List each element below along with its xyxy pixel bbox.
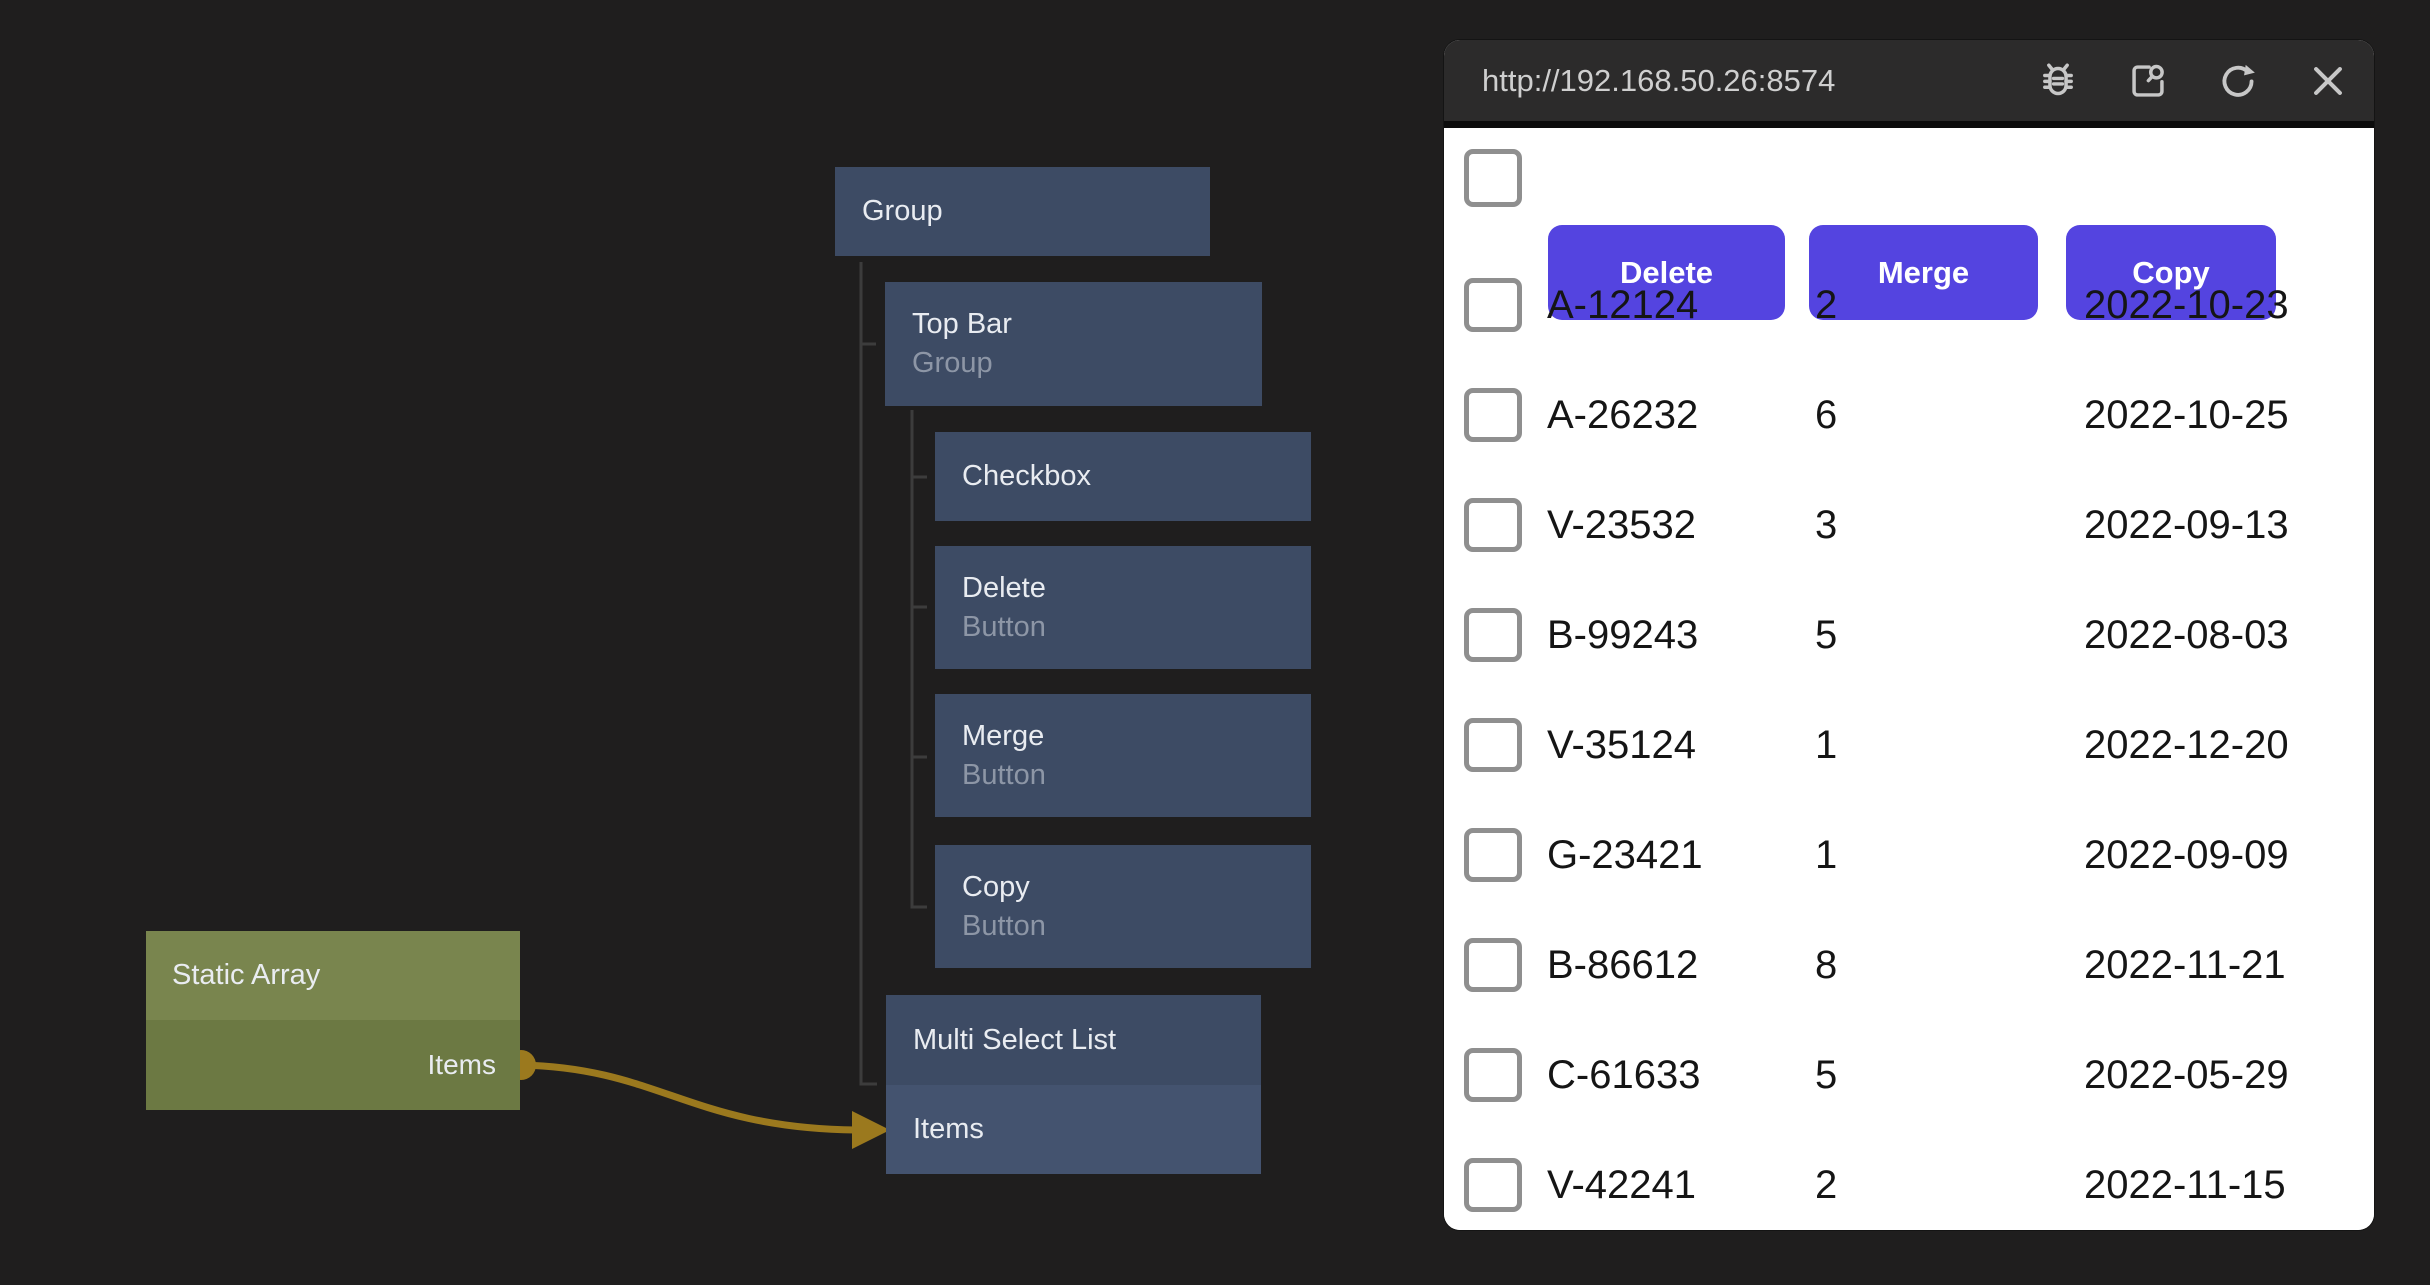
node-group[interactable]: Group: [835, 167, 1210, 256]
row-date: 2022-08-03: [2084, 613, 2289, 657]
row-date: 2022-11-21: [2084, 943, 2286, 987]
row-id: A-12124: [1547, 283, 1699, 327]
node-delete[interactable]: Delete Button: [935, 546, 1311, 669]
row-checkbox[interactable]: [1464, 498, 1522, 552]
row-count: 5: [1815, 1053, 1838, 1097]
row-date: 2022-12-20: [2084, 723, 2289, 767]
row-checkbox[interactable]: [1464, 1158, 1522, 1212]
node-multi-select-list-title: Multi Select List: [913, 1023, 1117, 1056]
list-row: A-26232 6 2022-10-25: [1444, 360, 2374, 470]
node-merge-subtitle: Button: [962, 758, 1046, 791]
row-date: 2022-05-29: [2084, 1053, 2289, 1097]
preview-window-titlebar: http://192.168.50.26:8574: [1444, 40, 2374, 128]
row-id: B-99243: [1547, 613, 1699, 657]
select-all-checkbox[interactable]: [1464, 149, 1522, 207]
row-count: 6: [1815, 393, 1838, 437]
row-id: G-23421: [1547, 833, 1703, 877]
node-delete-subtitle: Button: [962, 610, 1046, 643]
node-merge-title: Merge: [962, 719, 1045, 752]
row-count: 3: [1815, 503, 1838, 547]
row-date: 2022-10-25: [2084, 393, 2289, 437]
row-count: 1: [1815, 833, 1838, 877]
titlebar-icons: [2036, 59, 2350, 103]
list-row: V-23532 3 2022-09-13: [1444, 470, 2374, 580]
inspect-icon[interactable]: [2126, 59, 2170, 103]
row-count: 5: [1815, 613, 1838, 657]
row-id: V-42241: [1547, 1163, 1697, 1207]
row-checkbox[interactable]: [1464, 1048, 1522, 1102]
row-checkbox[interactable]: [1464, 608, 1522, 662]
node-top-bar-subtitle: Group: [912, 347, 993, 379]
node-copy-subtitle: Button: [962, 909, 1046, 942]
list-row: B-99243 5 2022-08-03: [1444, 580, 2374, 690]
static-array-items-port-label: Items: [427, 1049, 496, 1080]
list-row: G-23421 1 2022-09-09: [1444, 800, 2374, 910]
row-count: 8: [1815, 943, 1838, 987]
row-id: B-86612: [1547, 943, 1699, 987]
multi-select-list-items-port[interactable]: Items: [886, 1085, 1261, 1174]
list-row: A-12124 2 2022-10-23: [1444, 250, 2374, 360]
node-static-array[interactable]: Static Array Items: [146, 931, 520, 1110]
delete-button[interactable]: Delete: [1548, 225, 1785, 320]
row-count: 2: [1815, 283, 1838, 327]
url-text: http://192.168.50.26:8574: [1482, 62, 1836, 98]
row-checkbox[interactable]: [1464, 278, 1522, 332]
node-copy[interactable]: Copy Button: [935, 845, 1311, 968]
node-top-bar[interactable]: Top Bar Group: [885, 282, 1262, 406]
static-array-items-port[interactable]: Items: [146, 1020, 520, 1110]
multi-select-list-items-port-label: Items: [913, 1113, 984, 1145]
row-date: 2022-11-15: [2084, 1163, 2286, 1207]
wire-arrowhead: [852, 1111, 890, 1149]
node-top-bar-title: Top Bar: [912, 308, 1012, 340]
node-checkbox-title: Checkbox: [962, 460, 1091, 492]
list-row: C-61633 5 2022-05-29: [1444, 1020, 2374, 1130]
row-checkbox[interactable]: [1464, 938, 1522, 992]
row-checkbox[interactable]: [1464, 828, 1522, 882]
node-multi-select-list[interactable]: Multi Select List Items: [886, 995, 1261, 1174]
node-group-title: Group: [862, 195, 943, 227]
row-date: 2022-09-09: [2084, 833, 2289, 877]
row-date: 2022-10-23: [2084, 283, 2289, 327]
row-checkbox[interactable]: [1464, 388, 1522, 442]
list-row: B-86612 8 2022-11-21: [1444, 910, 2374, 1020]
wire-items-connection: [506, 1050, 890, 1149]
node-copy-title: Copy: [962, 870, 1030, 903]
list-row: V-35124 1 2022-12-20: [1444, 690, 2374, 800]
row-id: C-61633: [1547, 1053, 1701, 1097]
close-icon[interactable]: [2306, 59, 2350, 103]
node-delete-title: Delete: [962, 571, 1046, 604]
list-row: V-42241 2 2022-11-15: [1444, 1130, 2374, 1230]
row-id: V-35124: [1547, 723, 1697, 767]
row-id: A-26232: [1547, 393, 1699, 437]
preview-window: http://192.168.50.26:8574: [1444, 40, 2374, 1230]
node-merge[interactable]: Merge Button: [935, 694, 1311, 817]
row-count: 1: [1815, 723, 1838, 767]
copy-button[interactable]: Copy: [2066, 225, 2276, 320]
refresh-icon[interactable]: [2216, 59, 2260, 103]
row-checkbox[interactable]: [1464, 718, 1522, 772]
preview-page: Delete Merge Copy A-12124 2 2022-10-23 A…: [1444, 135, 2374, 1230]
row-count: 2: [1815, 1163, 1838, 1207]
row-id: V-23532: [1547, 503, 1697, 547]
debug-icon[interactable]: [2036, 59, 2080, 103]
row-date: 2022-09-13: [2084, 503, 2289, 547]
merge-button[interactable]: Merge: [1809, 225, 2038, 320]
node-checkbox[interactable]: Checkbox: [935, 432, 1311, 521]
node-static-array-title: Static Array: [172, 959, 321, 991]
